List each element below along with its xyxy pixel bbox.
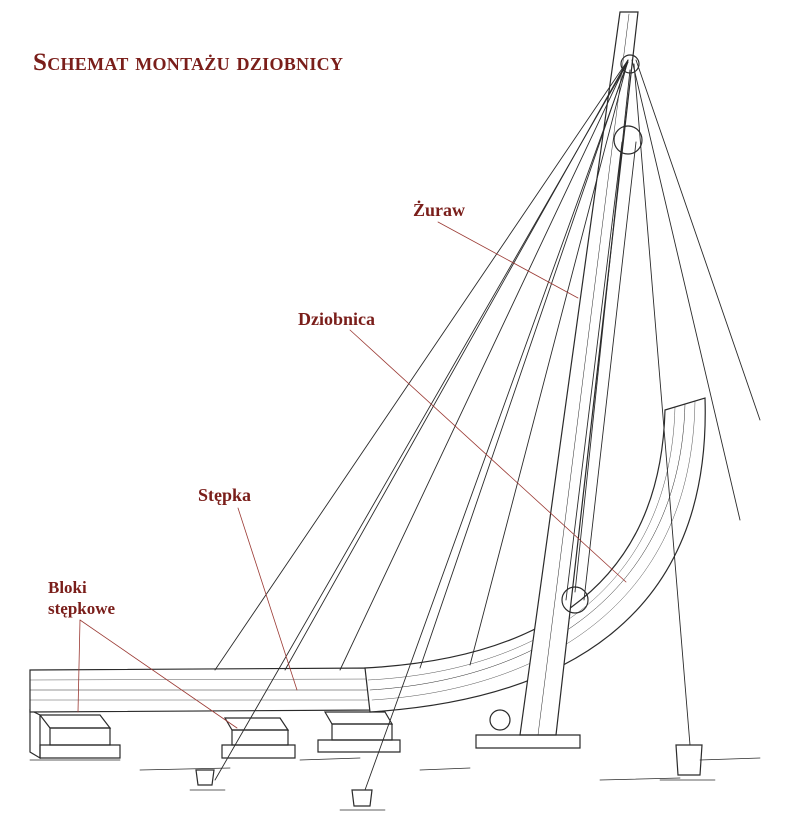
diagram-title: Schemat montażu dziobnicy: [33, 49, 344, 76]
label-crane: Żuraw: [413, 200, 466, 220]
leader-lines: [77, 221, 627, 729]
keel-blocks: [29, 709, 401, 760]
label-stem: Dziobnica: [298, 309, 376, 329]
rigging-ropes: [214, 59, 761, 791]
ground-lines: [29, 757, 761, 781]
crane-mast: [475, 11, 643, 749]
keel-beam: [29, 667, 376, 713]
label-keel: Stępka: [198, 485, 252, 505]
label-keel-blocks: Bloki stępkowe: [48, 578, 116, 619]
ground-stakes: [189, 744, 716, 811]
